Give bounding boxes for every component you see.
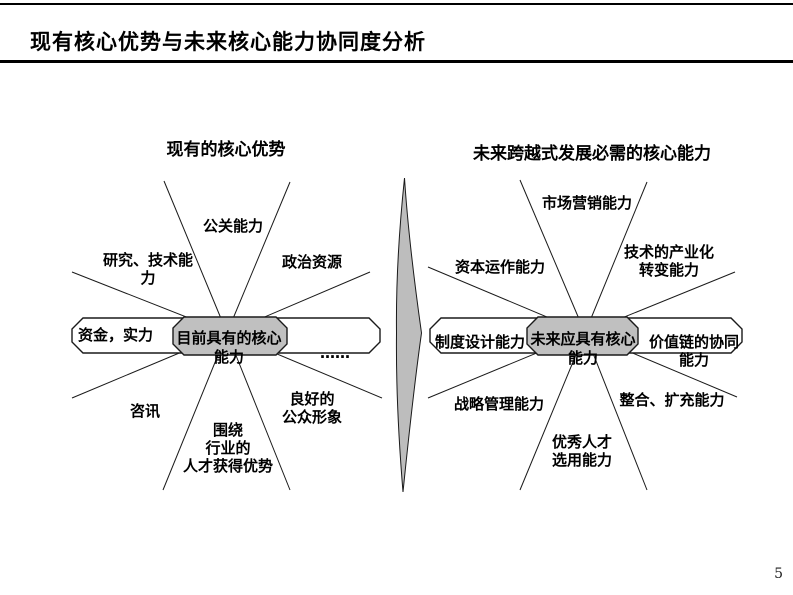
left-band-label-funds-strength: 资金，实力: [78, 326, 154, 344]
right-center-octagon: [526, 316, 639, 356]
left-label-political-resources: 政治资源: [281, 253, 342, 271]
right-diagram-header: 未来跨越式发展必需的核心能力: [473, 144, 711, 164]
top-rule: [0, 3, 793, 5]
right-label-integration-expansion: 整合、扩充能力: [619, 391, 725, 409]
transition-arrow: [395, 177, 423, 493]
page-number: 5: [774, 566, 783, 582]
left-center-octagon: [172, 316, 288, 356]
right-label-talent-selection: 优秀人才 选用能力: [551, 433, 612, 469]
title-underline-rule: [0, 60, 793, 63]
right-label-strategic-management: 战略管理能力: [453, 395, 544, 413]
left-center-label: 目前具有的核心 能力: [176, 329, 282, 366]
right-label-marketing: 市场营销能力: [541, 194, 632, 212]
right-band-label-value-chain: 价值链的协同 能力: [648, 333, 739, 369]
left-label-information: 咨讯: [129, 402, 160, 420]
right-center-label: 未来应具有核心 能力: [530, 330, 636, 367]
left-diagram-header: 现有的核心优势: [166, 140, 286, 160]
left-label-pr-capability: 公关能力: [202, 217, 263, 235]
left-diagram-rays: [71, 180, 383, 491]
right-band-label-institution-design: 制度设计能力: [434, 333, 525, 351]
left-label-public-image: 良好的 公众形象: [281, 390, 342, 426]
left-band-label-ellipsis: ……: [320, 344, 350, 362]
right-label-capital-operation: 资本运作能力: [454, 258, 545, 276]
right-label-tech-industrialization: 技术的产业化 转变能力: [623, 243, 714, 279]
left-label-talent-advantage: 围绕 行业的 人才获得优势: [182, 421, 273, 475]
left-label-research-tech: 研究、技术能 力: [102, 251, 193, 287]
slide-title: 现有核心优势与未来核心能力协同度分析: [30, 30, 426, 54]
